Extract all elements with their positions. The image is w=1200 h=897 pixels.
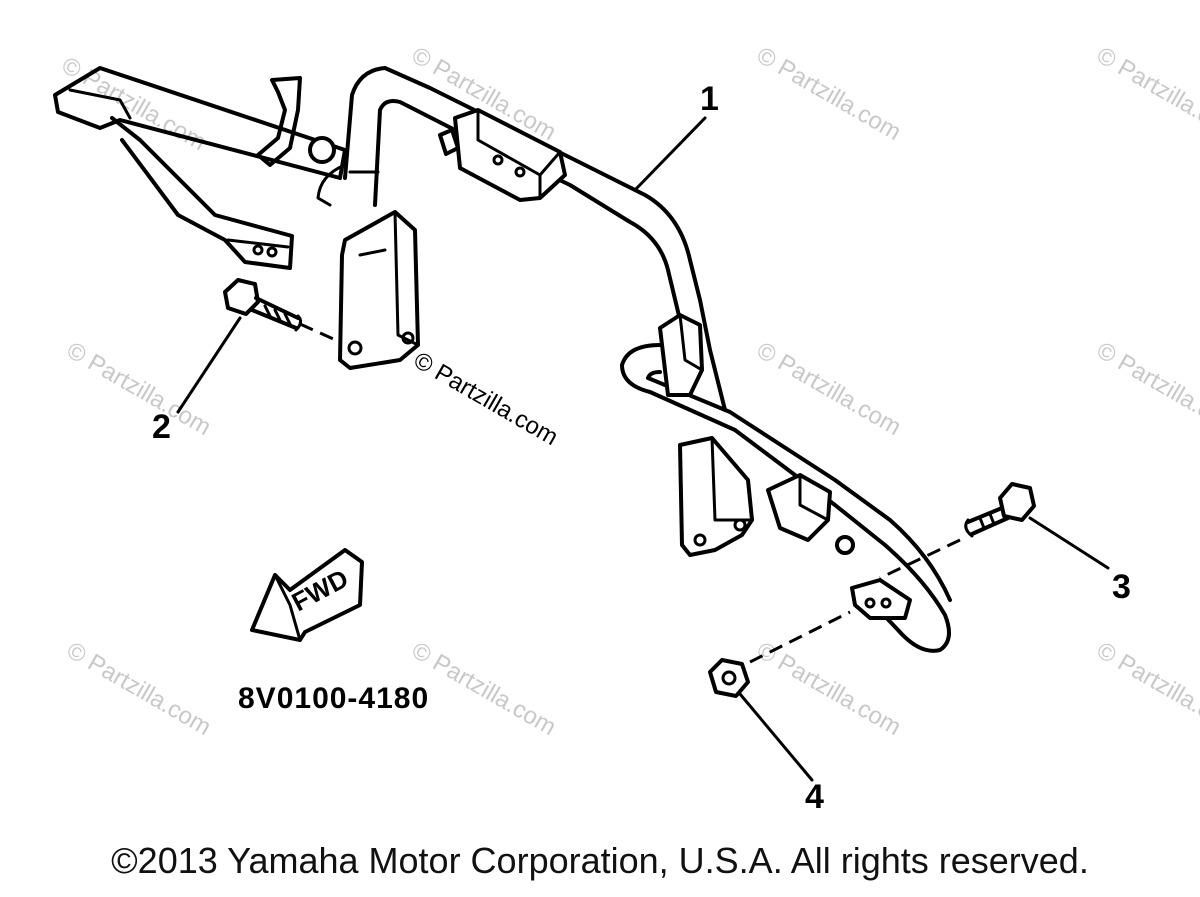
leader-line-1 <box>633 116 707 192</box>
watermark-text: © Partzilla.com <box>62 637 216 741</box>
leader-line-4 <box>738 692 814 782</box>
callout-3: 3 <box>1112 568 1131 606</box>
callout-4: 4 <box>805 778 824 816</box>
nut-4-axis-line <box>749 610 851 664</box>
watermark-text: © Partzilla.com <box>752 637 906 741</box>
leader-line-2 <box>176 316 242 414</box>
watermark-text: © Partzilla.com <box>1092 42 1200 146</box>
watermark-text: © Partzilla.com <box>752 337 906 441</box>
watermark-text: © Partzilla.com <box>57 52 211 156</box>
bolt-2 <box>223 278 303 332</box>
copyright-notice: ©2013 Yamaha Motor Corporation, U.S.A. A… <box>111 840 1089 881</box>
watermark-text: © Partzilla.com <box>752 42 906 146</box>
diagram-part-number: 8V0100-4180 <box>238 682 429 715</box>
watermark-text: © Partzilla.com <box>1092 637 1200 741</box>
bolt-3-axis-line <box>879 538 961 580</box>
watermark-text: © Partzilla.com <box>407 637 561 741</box>
watermark-text-center: © Partzilla.com <box>409 347 563 451</box>
bolt-3 <box>964 482 1036 538</box>
nut-4 <box>708 658 750 698</box>
watermark-text: © Partzilla.com <box>1092 337 1200 441</box>
bolt-2-axis-line <box>299 322 341 344</box>
leader-line-3 <box>1028 516 1110 570</box>
frame-assembly <box>53 66 952 653</box>
callout-1: 1 <box>700 80 719 118</box>
callout-2: 2 <box>152 408 171 446</box>
fwd-arrow-icon: FWD <box>250 548 364 642</box>
